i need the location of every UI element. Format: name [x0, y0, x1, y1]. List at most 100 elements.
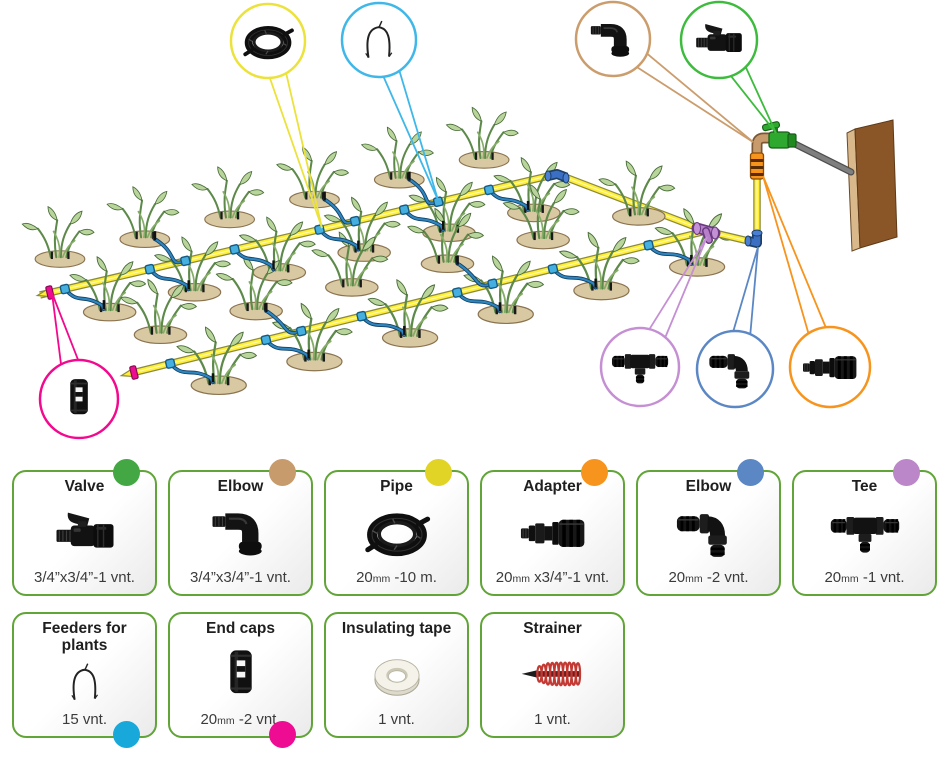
part-card: Adapter 20mm x3/4”-1 vnt.	[480, 459, 625, 596]
part-card: Strainer 1 vnt.	[480, 612, 625, 738]
part-card: Feeders for plants 15 vnt.	[12, 612, 157, 748]
plant	[276, 146, 350, 209]
water-source-board	[846, 119, 898, 252]
part-title: End caps	[206, 620, 275, 637]
plant	[598, 160, 676, 226]
plant	[367, 279, 449, 348]
color-badge	[581, 459, 608, 486]
drip-connector	[483, 184, 495, 196]
drip-connector	[144, 263, 156, 275]
color-badge	[269, 721, 296, 748]
drip-connector	[59, 283, 71, 295]
callout-adapter	[762, 175, 872, 409]
irrigation-field-diagram	[21, 0, 898, 440]
plant	[558, 231, 640, 301]
scene-elbow-20-fitting	[544, 169, 570, 184]
end-cap-icon	[70, 379, 88, 415]
color-badge	[113, 459, 140, 486]
plant	[445, 106, 519, 169]
plant	[463, 255, 545, 325]
plant	[408, 176, 486, 243]
plant	[191, 166, 265, 229]
callout-elbow-20	[695, 246, 775, 409]
part-spec: 15 vnt.	[61, 711, 108, 728]
part-title: Strainer	[523, 620, 582, 637]
part-spec: 3/4”x3/4”-1 vnt.	[190, 569, 291, 586]
drip-connector	[229, 244, 240, 255]
valve-icon	[55, 511, 114, 549]
part-card: Pipe 20mm -10 m.	[324, 459, 469, 596]
elbow-20-icon	[650, 497, 768, 568]
plant	[119, 278, 198, 345]
color-badge	[893, 459, 920, 486]
part-spec: 3/4”x3/4”-1 vnt.	[34, 569, 135, 586]
drip-connector	[180, 255, 191, 267]
parts-cards-row-1: Valve 3/4”x3/4”-1 vnt. Elbow 3/4”x3/4”-1…	[12, 459, 937, 596]
part-title: Elbow	[217, 478, 264, 495]
plant	[311, 231, 389, 297]
callout-valve	[679, 0, 777, 134]
drip-connector	[356, 310, 367, 322]
part-spec: 1 vnt.	[534, 711, 571, 728]
plant	[360, 126, 434, 189]
drip-connector	[547, 263, 559, 275]
scene-adapter-fitting	[749, 152, 765, 180]
pipe-coil-icon	[338, 497, 456, 568]
tee-icon	[829, 516, 900, 553]
part-card: Elbow 20mm -2 vnt.	[636, 459, 781, 596]
callout-end-cap	[38, 292, 120, 440]
part-spec: 20mm -10 m.	[356, 569, 437, 586]
part-title: Insulating tape	[341, 620, 452, 637]
callout-tee	[599, 236, 708, 408]
drip-connector	[451, 287, 463, 298]
drip-connector	[487, 278, 499, 290]
drip-connector	[295, 325, 307, 337]
part-title: Adapter	[523, 478, 582, 495]
part-card: Elbow 3/4”x3/4”-1 vnt.	[168, 459, 313, 596]
part-title: Feeders for plants	[42, 620, 127, 654]
part-card: End caps 20mm -2 vnt.	[168, 612, 313, 748]
supply-pipe-gray	[785, 137, 855, 176]
drip-connector	[643, 239, 654, 251]
plant	[271, 302, 353, 372]
plant	[106, 186, 180, 249]
callout-pipe	[229, 2, 323, 229]
feeder-icon	[70, 663, 99, 702]
color-badge	[737, 459, 764, 486]
feeder-tube	[455, 255, 495, 288]
part-title: Tee	[851, 478, 878, 495]
end-cap-icon	[229, 650, 252, 693]
scene-tee-fitting	[691, 222, 721, 244]
part-spec: 20mm x3/4”-1 vnt.	[495, 569, 610, 586]
plant	[176, 326, 258, 396]
color-badge	[425, 459, 452, 486]
drip-connector	[164, 358, 176, 369]
callout-elbow-34	[574, 0, 754, 143]
end-cap-fitting	[129, 365, 139, 380]
tape-icon	[373, 658, 420, 696]
parts-cards-row-2: Feeders for plants 15 vnt. End caps 20mm…	[12, 612, 625, 748]
part-spec: 20mm -1 vnt.	[824, 569, 905, 586]
plant	[406, 207, 485, 274]
part-title: Elbow	[685, 478, 732, 495]
part-card: Insulating tape 1 vnt.	[324, 612, 469, 738]
part-card: Valve 3/4”x3/4”-1 vnt.	[12, 459, 157, 596]
color-badge	[113, 721, 140, 748]
plant	[21, 205, 95, 268]
part-title: Pipe	[380, 478, 413, 495]
drip-connector	[260, 334, 272, 346]
scene-elbow-20-fitting-2	[744, 229, 763, 248]
part-spec: 20mm -2 vnt.	[668, 569, 749, 586]
drip-connector	[349, 215, 361, 227]
part-card: Tee 20mm -1 vnt.	[792, 459, 937, 596]
plant	[502, 184, 580, 250]
drip-connector	[398, 204, 410, 216]
adapter-icon	[519, 518, 585, 548]
part-spec: 20mm -2 vnt.	[200, 711, 281, 728]
feeder-tube	[264, 303, 304, 335]
part-title: Valve	[64, 478, 105, 495]
scene-elbow-34-fitting	[751, 132, 780, 162]
plant	[69, 256, 147, 322]
part-spec: 1 vnt.	[378, 711, 415, 728]
